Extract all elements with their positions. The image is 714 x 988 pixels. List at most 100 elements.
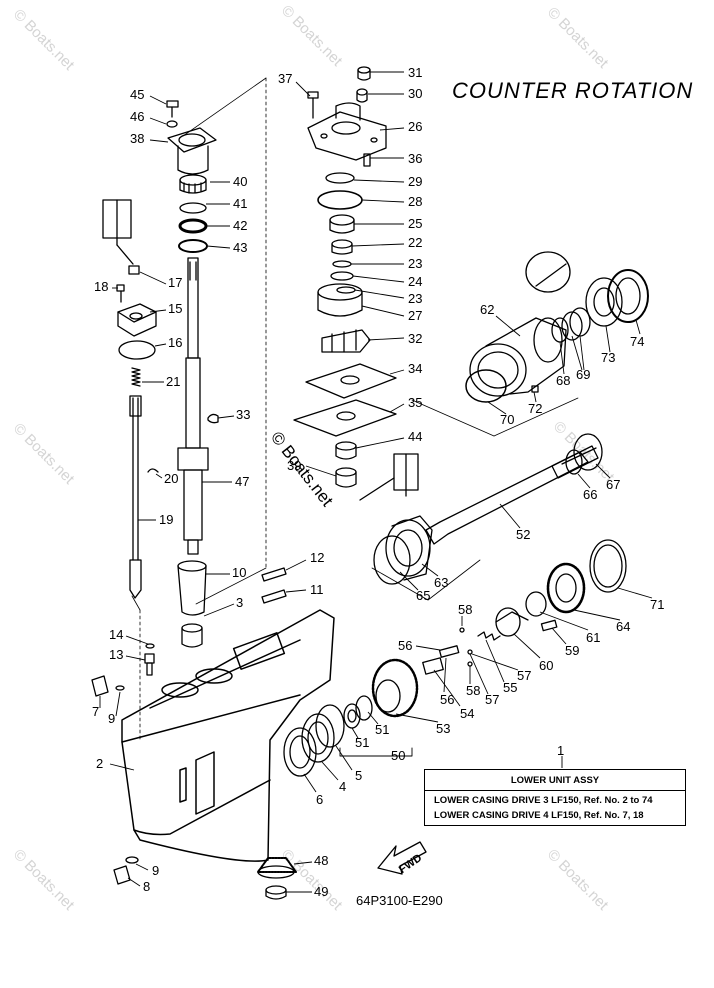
seal-39 bbox=[335, 467, 357, 488]
part-label-27: 27 bbox=[408, 308, 422, 323]
washer-17 bbox=[128, 265, 140, 275]
shim-65 bbox=[373, 535, 411, 585]
part-label-12: 12 bbox=[310, 550, 324, 565]
oil-seal-42 bbox=[178, 218, 208, 234]
washer-23 bbox=[332, 260, 352, 268]
part-label-4: 4 bbox=[339, 779, 346, 794]
impeller-32 bbox=[321, 329, 371, 353]
shim-71 bbox=[589, 539, 627, 593]
drive-shaft-47 bbox=[177, 257, 209, 555]
part-label-28: 28 bbox=[408, 194, 422, 209]
part-label-26: 26 bbox=[408, 119, 422, 134]
propeller-shaft-housing-62 bbox=[469, 317, 567, 397]
part-label-36: 36 bbox=[408, 151, 422, 166]
o-ring-28 bbox=[317, 190, 363, 210]
part-label-18: 18 bbox=[94, 279, 108, 294]
pinion-gear-53 bbox=[371, 658, 419, 718]
part-label-41: 41 bbox=[233, 196, 247, 211]
part-label-40: 40 bbox=[233, 174, 247, 189]
part-label-29: 29 bbox=[408, 174, 422, 189]
seal-22 bbox=[331, 239, 353, 255]
part-label-21: 21 bbox=[166, 374, 180, 389]
part-label-58: 58 bbox=[458, 602, 472, 617]
key-12 bbox=[261, 567, 287, 582]
part-label-13: 13 bbox=[109, 647, 123, 662]
grease-nipple-13 bbox=[144, 653, 155, 676]
part-label-38: 38 bbox=[130, 131, 144, 146]
shift-rod-icon bbox=[102, 199, 134, 265]
part-label-15: 15 bbox=[168, 301, 182, 316]
drain-plug-8 bbox=[113, 865, 131, 885]
part-label-68: 68 bbox=[556, 373, 570, 388]
part-label-59: 59 bbox=[565, 643, 579, 658]
pin-36 bbox=[363, 153, 371, 167]
spacer-44 bbox=[335, 441, 357, 460]
part-label-53: 53 bbox=[436, 721, 450, 736]
part-label-62: 62 bbox=[480, 302, 494, 317]
part-label-73: 73 bbox=[601, 350, 615, 365]
part-label-64: 64 bbox=[616, 619, 630, 634]
washer-46 bbox=[166, 120, 178, 128]
grommet-31 bbox=[357, 66, 371, 81]
washer-23b bbox=[336, 286, 356, 294]
o-ring-43 bbox=[178, 239, 208, 253]
screw-18 bbox=[116, 284, 125, 303]
pin-59 bbox=[540, 619, 558, 632]
nut-49 bbox=[265, 885, 287, 900]
plug-7 bbox=[91, 675, 109, 697]
assembly-ref-number: 1 bbox=[557, 743, 565, 758]
needle-bearing-3 bbox=[181, 623, 203, 648]
part-label-6: 6 bbox=[316, 792, 323, 807]
part-label-56: 56 bbox=[440, 692, 454, 707]
spring-55 bbox=[477, 631, 501, 641]
taper-roller-bearing-51b bbox=[355, 695, 373, 721]
o-ring-16 bbox=[118, 340, 156, 360]
reverse-gear-63 bbox=[385, 515, 433, 581]
part-label-50: 50 bbox=[391, 748, 405, 763]
shift-plunger-56 bbox=[438, 645, 460, 658]
roller-66 bbox=[565, 449, 583, 475]
oil-seal-69b bbox=[561, 311, 583, 341]
fwd-arrow-icon bbox=[377, 841, 427, 875]
insert-cartridge-25 bbox=[329, 214, 355, 234]
part-label-71: 71 bbox=[650, 597, 664, 612]
bolt-37 bbox=[307, 91, 319, 119]
assembly-row: LOWER CASING DRIVE 3 LF150, Ref. No. 2 t… bbox=[434, 795, 653, 806]
part-label-67: 67 bbox=[606, 477, 620, 492]
pump-housing-26 bbox=[307, 102, 387, 161]
part-label-46: 46 bbox=[130, 109, 144, 124]
part-label-63: 63 bbox=[434, 575, 448, 590]
part-label-69: 69 bbox=[576, 367, 590, 382]
part-label-48: 48 bbox=[314, 853, 328, 868]
part-label-66: 66 bbox=[583, 487, 597, 502]
part-label-25: 25 bbox=[408, 216, 422, 231]
part-label-14: 14 bbox=[109, 627, 123, 642]
part-label-58: 58 bbox=[466, 683, 480, 698]
part-label-72: 72 bbox=[528, 401, 542, 416]
ball-58 bbox=[459, 627, 465, 633]
gasket-35 bbox=[293, 399, 397, 437]
assembly-header: LOWER UNIT ASSY bbox=[425, 770, 685, 791]
part-label-2: 2 bbox=[96, 756, 103, 771]
part-label-55: 55 bbox=[503, 680, 517, 695]
forward-gear-64 bbox=[546, 562, 586, 614]
arrow-icon-cc bbox=[359, 453, 419, 501]
part-label-74: 74 bbox=[630, 334, 644, 349]
shift-rod-bushing-15 bbox=[117, 303, 157, 337]
shim-5 bbox=[315, 704, 345, 748]
o-ring-14 bbox=[145, 643, 155, 649]
part-label-23: 23 bbox=[408, 291, 422, 306]
part-label-9: 9 bbox=[108, 711, 115, 726]
part-label-20: 20 bbox=[164, 471, 178, 486]
part-label-16: 16 bbox=[168, 335, 182, 350]
part-label-19: 19 bbox=[159, 512, 173, 527]
assembly-table: LOWER UNIT ASSY LOWER CASING DRIVE 3 LF1… bbox=[424, 769, 686, 826]
gasket-9-bottom bbox=[125, 856, 139, 864]
part-label-65: 65 bbox=[416, 588, 430, 603]
gasket-9 bbox=[115, 685, 125, 691]
ball-57 bbox=[467, 649, 473, 655]
part-label-33: 33 bbox=[236, 407, 250, 422]
lower-casing-2 bbox=[121, 609, 335, 862]
